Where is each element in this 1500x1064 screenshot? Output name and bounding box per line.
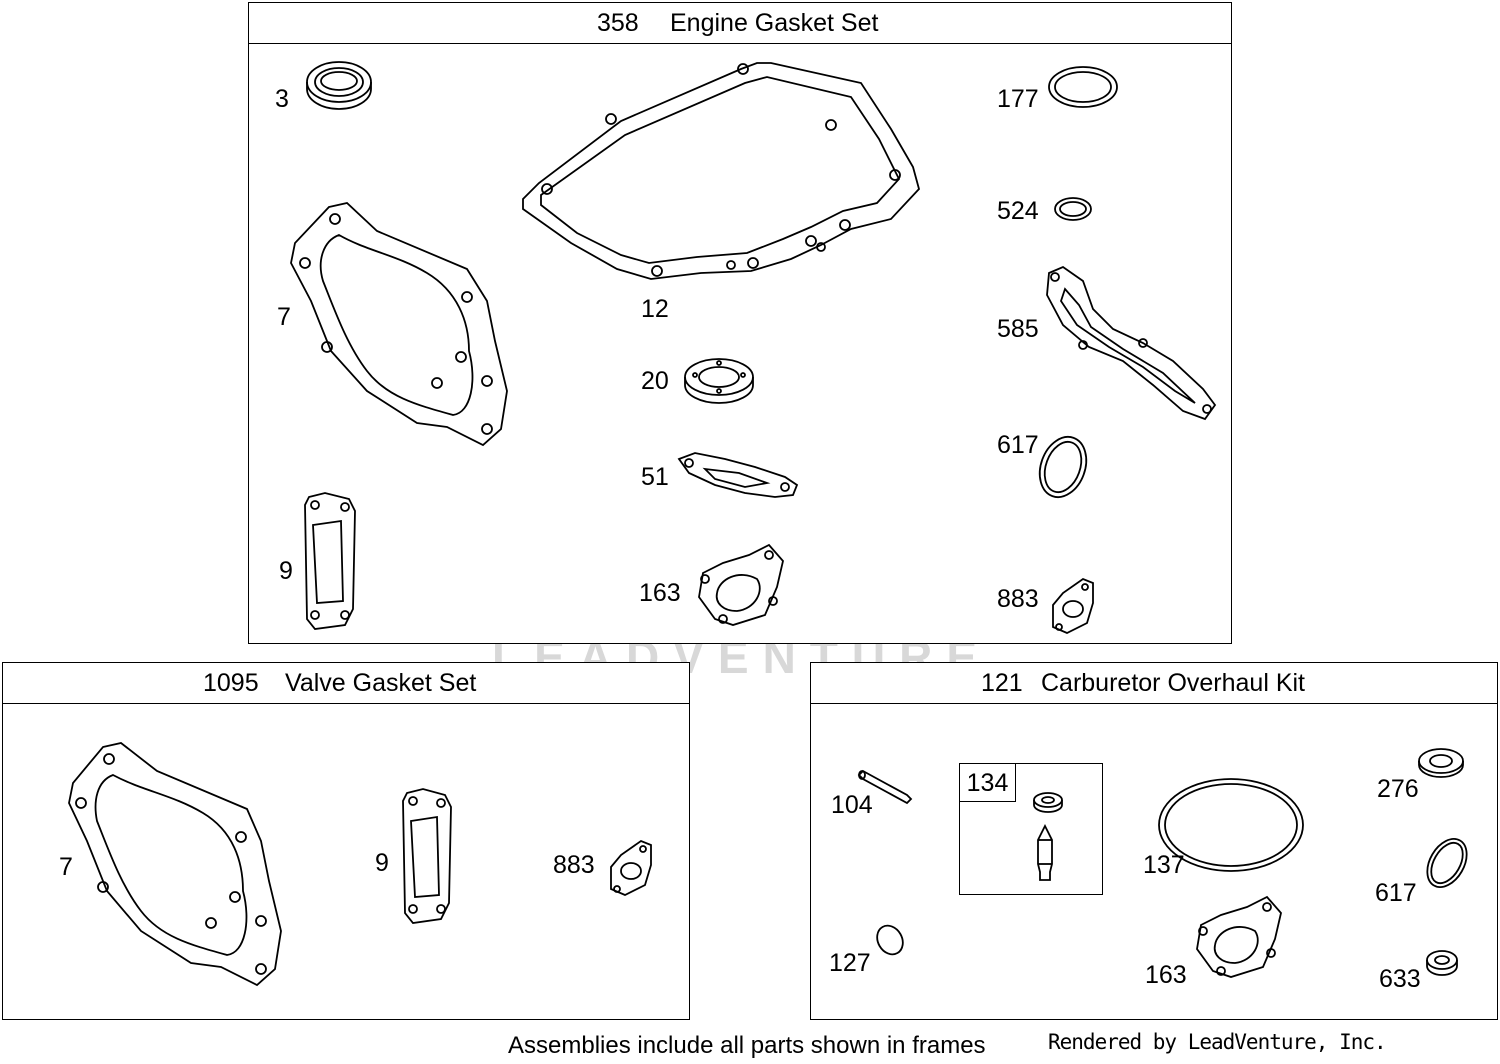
part-label-7: 7 [277,303,291,331]
part-label-20: 20 [641,367,669,395]
o-ring-617-engine-part [1038,436,1088,498]
seat-part [1033,792,1063,813]
bowl-gasket-137-part [1158,778,1304,872]
part-label-12: 12 [641,295,669,323]
o-ring-524-part [1054,197,1092,221]
part-label-51: 51 [641,463,669,491]
part-label-883-valve: 883 [553,851,595,879]
welch-plug-127-part [876,924,904,956]
crankcase-gasket-part [522,62,921,280]
engine-gasket-set-header: 358 Engine Gasket Set [249,3,1231,44]
o-ring-617-carb-part [1426,838,1468,888]
valve-gasket-set-title: Valve Gasket Set [285,669,477,697]
washer-276-part [1418,748,1464,778]
engine-gasket-set-title: Engine Gasket Set [670,9,879,37]
engine-gasket-set-number: 358 [597,9,639,37]
crank-seal-part [684,358,754,404]
part-label-617-engine: 617 [997,431,1039,459]
part-label-163-carb: 163 [1145,961,1187,989]
carburetor-overhaul-kit-title: Carburetor Overhaul Kit [1041,669,1306,697]
part-label-524: 524 [997,197,1039,225]
part-label-9: 9 [279,557,293,585]
cylinder-head-gasket-part [290,202,508,447]
exhaust-gasket-part [677,452,799,498]
part-label-163-engine: 163 [639,579,681,607]
part-label-127: 127 [829,949,871,977]
part-label-137: 137 [1143,851,1185,879]
valve-cover-gasket-part [402,788,452,924]
footer-credit: Rendered by LeadVenture, Inc. [1048,1030,1387,1054]
gasket-883-engine-part [1052,577,1094,634]
inlet-needle-part [1037,823,1053,881]
washer-633-part [1426,950,1458,976]
part-label-177: 177 [997,85,1039,113]
cylinder-head-gasket-part [68,742,282,987]
part-label-617-carb: 617 [1375,879,1417,907]
part-label-3: 3 [275,85,289,113]
part-label-134: 134 [960,764,1016,802]
o-ring-177-part [1048,66,1118,108]
gasket-883-valve-part [610,839,652,896]
valve-cover-gasket-part [304,492,356,630]
intake-gasket-163-carb-part [1196,895,1282,978]
part-label-276: 276 [1377,775,1419,803]
needle-valve-subframe: 134 [959,763,1103,895]
part-label-883-engine: 883 [997,585,1039,613]
valve-gasket-set-frame: 1095 Valve Gasket Set 7 9 883 [2,662,690,1020]
carburetor-overhaul-kit-header: 121 Carburetor Overhaul Kit [811,663,1497,704]
part-label-585: 585 [997,315,1039,343]
engine-gasket-set-frame: 358 Engine Gasket Set 3 7 9 12 [248,2,1232,644]
carburetor-overhaul-kit-number: 121 [981,669,1023,697]
part-label-104: 104 [831,791,873,819]
breather-gasket-part [1046,265,1217,421]
part-label-9: 9 [375,849,389,877]
part-label-7: 7 [59,853,73,881]
footer-note: Assemblies include all parts shown in fr… [508,1032,986,1059]
part-label-633: 633 [1379,965,1421,993]
pin-104-part [857,769,913,805]
valve-gasket-set-header: 1095 Valve Gasket Set [3,663,689,704]
valve-gasket-set-number: 1095 [203,669,259,697]
carburetor-overhaul-kit-frame: 121 Carburetor Overhaul Kit 104 134 127 … [810,662,1498,1020]
oil-seal-part [306,61,372,110]
intake-gasket-part [698,543,784,626]
